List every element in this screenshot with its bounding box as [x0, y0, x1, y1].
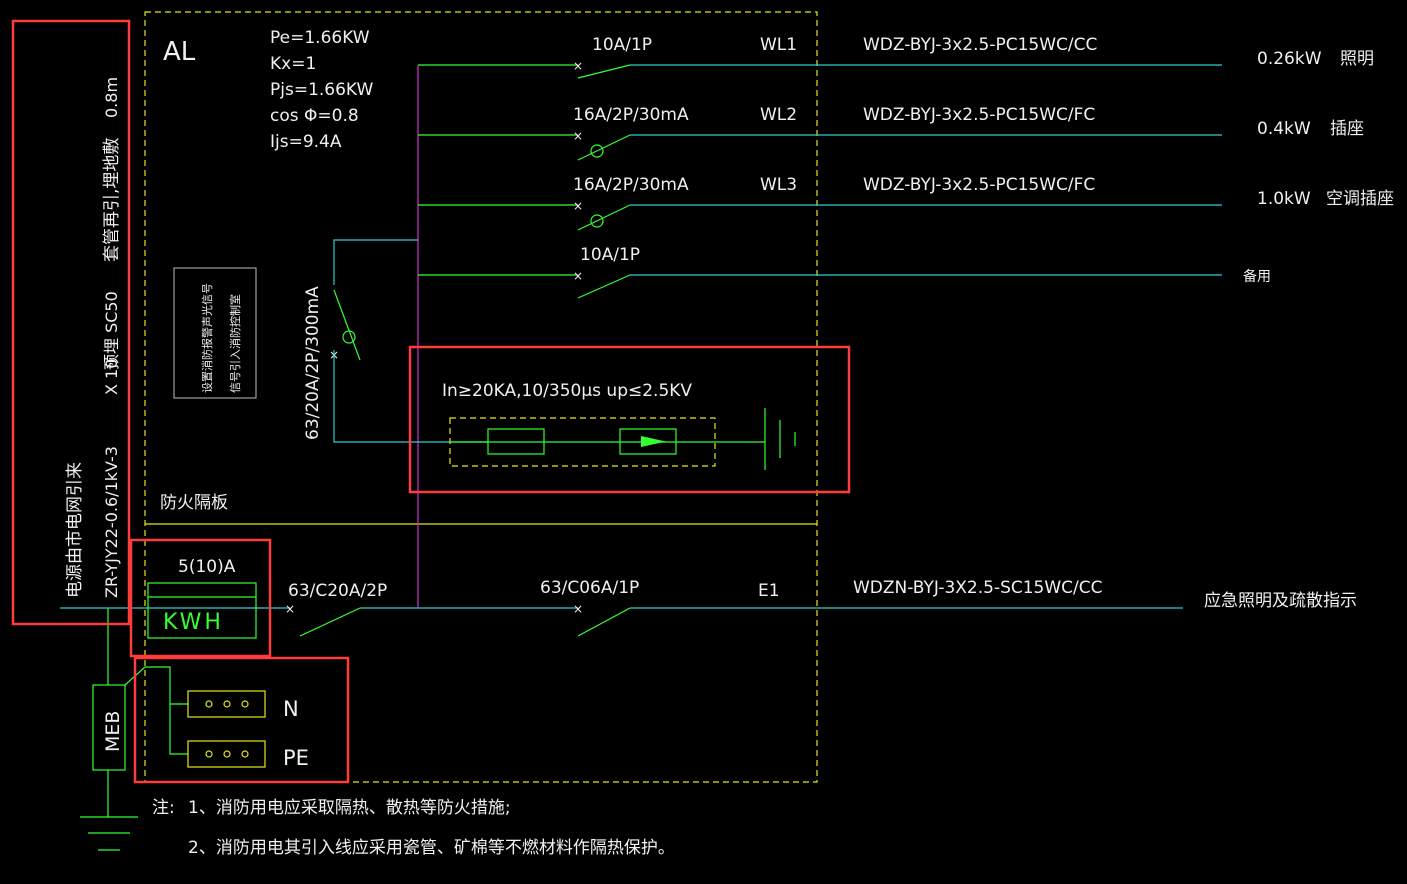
circuit-wl3: × 16A/2P/30mA WL3 WDZ-BYJ-3x2.5-PC15WC/F…: [418, 175, 1394, 231]
spd-breaker: 63/20A/2P/300mA: [303, 286, 323, 440]
load-wl1: 0.26kW: [1257, 49, 1322, 69]
spd-spec: In≥20KA,10/350μs up≤2.5KV: [442, 381, 692, 401]
meter-label: KWH: [163, 610, 224, 635]
meter-rating: 5(10)A: [178, 557, 236, 577]
breaker-wl3: 16A/2P/30mA: [573, 175, 689, 195]
param-ijs: Ijs=9.4A: [270, 132, 342, 152]
feeder-route: 套管再引,埋地敷: [102, 138, 122, 262]
param-kx: Kx=1: [270, 54, 316, 74]
earthing: MEB N PE: [80, 608, 309, 851]
use-spare: 备用: [1243, 268, 1271, 285]
svg-text:×: ×: [285, 602, 295, 616]
panel-frame: [144, 11, 818, 783]
svg-text:×: ×: [573, 602, 583, 616]
rcd-symbol: [590, 214, 604, 228]
load-wl3: 1.0kW: [1257, 189, 1311, 209]
breaker-wl2: 16A/2P/30mA: [573, 105, 689, 125]
n-label: N: [283, 697, 299, 721]
load-wl2: 0.4kW: [1257, 119, 1311, 139]
feeder-cable: ZR-YJY22-0.6/1kV-3: [102, 446, 121, 598]
breaker-spare: 10A/1P: [580, 245, 640, 265]
switch-cross: ×: [573, 199, 583, 213]
emergency-breaker: 63/C06A/1P: [540, 578, 639, 598]
circuit-spare: × 10A/1P 备用: [418, 245, 1271, 299]
notes: 注: 1、消防用电应采取隔热、散热等防火措施; 2、消防用电其引入线应采用瓷管、…: [152, 798, 675, 858]
switch-cross: ×: [573, 59, 583, 73]
panel-name: AL: [163, 37, 196, 67]
switch-cross: ×: [573, 129, 583, 143]
emergency-use: 应急照明及疏散指示: [1204, 591, 1357, 611]
signal-note-line1: 设置消防报警声光信号: [200, 283, 214, 393]
feeder-pipe: 预埋 SC50: [102, 291, 121, 370]
emergency-id: E1: [758, 581, 780, 601]
cable-wl1: WDZ-BYJ-3x2.5-PC15WC/CC: [863, 35, 1097, 55]
notes-line1: 1、消防用电应采取隔热、散热等防火措施;: [188, 798, 511, 818]
spd-arrester: [619, 428, 677, 455]
main-line: × × 63/C20A/2P 63/C06A/1P E1 WDZN-BYJ-3X…: [60, 578, 1357, 637]
feeder-text: 0.8m 套管再引,埋地敷 预埋 SC50 X 10 ZR-YJY22-0.6/…: [65, 77, 122, 598]
rcd-symbol: [590, 144, 604, 158]
spd-dashed-box: [449, 417, 716, 467]
pe-label: PE: [283, 746, 309, 770]
signal-note-box: [173, 267, 257, 399]
signal-note-line2: 信号引入消防控制室: [228, 294, 242, 393]
fire-wall-label: 防火隔板: [160, 493, 228, 513]
spd-fuse: [487, 428, 545, 455]
notes-line2: 2、消防用电其引入线应采用瓷管、矿棉等不燃材料作隔热保护。: [188, 838, 675, 858]
param-cos: cos Φ=0.8: [270, 106, 359, 126]
param-pe: Pe=1.66KW: [270, 28, 370, 48]
meb-box: [92, 684, 126, 771]
cable-wl2: WDZ-BYJ-3x2.5-PC15WC/FC: [863, 105, 1095, 125]
main-breaker: 63/C20A/2P: [288, 581, 387, 601]
use-wl2: 插座: [1330, 119, 1364, 139]
highlight-spd: [408, 345, 851, 494]
param-pjs: Pjs=1.66KW: [270, 80, 373, 100]
breaker-wl1: 10A/1P: [592, 35, 652, 55]
feeder-depth: 0.8m: [102, 77, 121, 118]
pe-bar: [187, 740, 266, 768]
feeder-source: 电源由市电网引来: [65, 462, 85, 598]
panel-params: Pe=1.66KW Kx=1 Pjs=1.66KW cos Φ=0.8 Ijs=…: [270, 28, 373, 152]
meb-label: MEB: [102, 711, 124, 752]
highlight-bars: [133, 656, 350, 784]
kwh-meter: 5(10)A KWH: [147, 557, 257, 639]
id-wl1: WL1: [760, 35, 797, 55]
spd-branch: × 63/20A/2P/300mA In≥20KA,10/350μs up≤2.…: [303, 239, 796, 470]
id-wl3: WL3: [760, 175, 797, 195]
circuit-wl2: × 16A/2P/30mA WL2 WDZ-BYJ-3x2.5-PC15WC/F…: [418, 105, 1364, 161]
emergency-cable: WDZN-BYJ-3X2.5-SC15WC/CC: [853, 578, 1103, 598]
use-wl3: 空调插座: [1326, 189, 1394, 209]
highlight-meter: [129, 538, 272, 658]
notes-prefix: 注:: [152, 798, 175, 818]
n-bar: [187, 690, 266, 718]
cable-wl3: WDZ-BYJ-3x2.5-PC15WC/FC: [863, 175, 1095, 195]
id-wl2: WL2: [760, 105, 797, 125]
feeder-size: X 10: [102, 359, 121, 395]
highlight-feeder: [11, 19, 131, 626]
circuit-wl1: × 10A/1P WL1 WDZ-BYJ-3x2.5-PC15WC/CC 0.2…: [418, 35, 1374, 79]
use-wl1: 照明: [1340, 49, 1374, 69]
switch-cross: ×: [573, 269, 583, 283]
